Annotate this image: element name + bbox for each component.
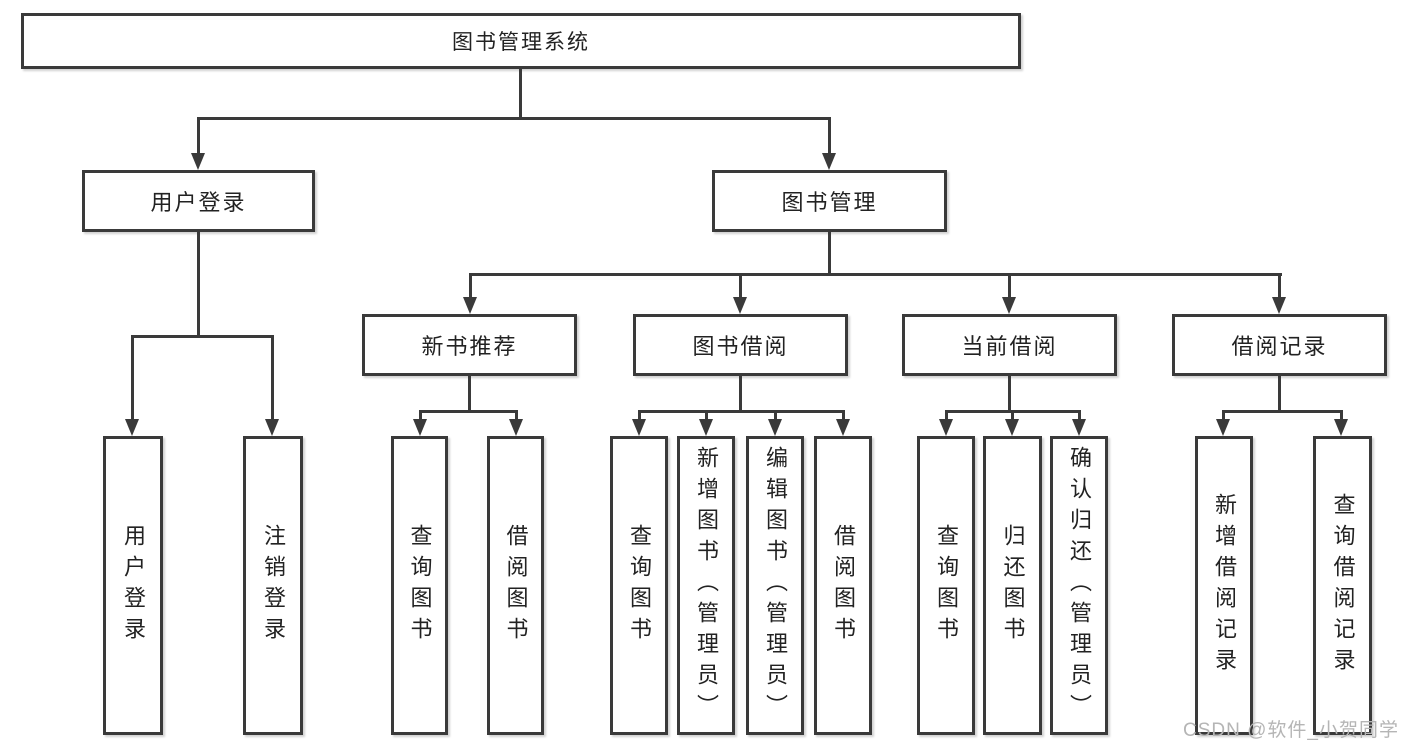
arrow-down-icon bbox=[1002, 297, 1016, 314]
connector-current-borrowing-stem bbox=[1008, 376, 1011, 410]
arrow-down-icon bbox=[509, 419, 523, 436]
connector-to-user-login bbox=[197, 117, 200, 154]
connector-to-borrowing-records bbox=[1278, 273, 1281, 297]
node-query-books-recommend: 查询图书 bbox=[391, 436, 448, 735]
node-label: 图书管理 bbox=[781, 190, 878, 215]
connector-root-stem bbox=[519, 69, 522, 117]
connector-to-leaf bbox=[271, 335, 274, 419]
connector-new-book-crossbar bbox=[419, 410, 518, 413]
connector-to-leaf bbox=[419, 410, 422, 419]
node-label: 查询图书 bbox=[627, 523, 652, 648]
node-user-login: 用户登录 bbox=[82, 170, 315, 232]
node-label: 借阅记录 bbox=[1231, 334, 1328, 359]
connector-book-management-crossbar bbox=[469, 273, 1282, 276]
arrow-down-icon bbox=[1272, 297, 1286, 314]
arrow-down-icon bbox=[1005, 419, 1019, 436]
node-label: 编辑图书（管理员） bbox=[763, 446, 788, 725]
connector-root-crossbar bbox=[197, 117, 831, 120]
connector-to-leaf bbox=[131, 335, 134, 419]
arrow-down-icon bbox=[632, 419, 646, 436]
arrow-down-icon bbox=[191, 153, 205, 170]
arrow-down-icon bbox=[413, 419, 427, 436]
arrow-down-icon bbox=[822, 153, 836, 170]
node-return-books: 归还图书 bbox=[983, 436, 1042, 735]
node-add-borrow-record: 新增借阅记录 bbox=[1195, 436, 1253, 735]
node-confirm-return-admin: 确认归还（管理员） bbox=[1050, 436, 1108, 735]
connector-user-login-stem bbox=[197, 232, 200, 335]
connector-book-borrowing-crossbar bbox=[638, 410, 845, 413]
node-label: 图书管理系统 bbox=[452, 31, 590, 54]
connector-to-leaf bbox=[842, 410, 845, 419]
connector-book-borrowing-stem bbox=[739, 376, 742, 410]
node-book-borrowing: 图书借阅 bbox=[633, 314, 848, 376]
node-borrow-books-recommend: 借阅图书 bbox=[487, 436, 544, 735]
arrow-down-icon bbox=[1334, 419, 1348, 436]
arrow-down-icon bbox=[125, 419, 139, 436]
node-label: 当前借阅 bbox=[961, 334, 1058, 359]
connector-to-leaf bbox=[638, 410, 641, 419]
node-borrowing-records: 借阅记录 bbox=[1172, 314, 1387, 376]
node-library-management-system: 图书管理系统 bbox=[21, 13, 1021, 69]
node-label: 新增借阅记录 bbox=[1212, 492, 1237, 679]
connector-to-new-book-recommend bbox=[469, 273, 472, 297]
node-book-management: 图书管理 bbox=[712, 170, 947, 232]
node-label: 查询图书 bbox=[934, 523, 959, 648]
arrow-down-icon bbox=[1216, 419, 1230, 436]
node-label: 注销登录 bbox=[261, 523, 286, 648]
watermark: CSDN @软件_小贺同学 bbox=[1183, 720, 1399, 741]
connector-to-leaf bbox=[705, 410, 708, 419]
arrow-down-icon bbox=[1072, 419, 1086, 436]
arrow-down-icon bbox=[699, 419, 713, 436]
connector-to-leaf bbox=[1222, 410, 1225, 419]
node-user-login-leaf: 用户登录 bbox=[103, 436, 163, 735]
node-query-books-current: 查询图书 bbox=[917, 436, 975, 735]
node-label: 新增图书（管理员） bbox=[694, 446, 719, 725]
node-label: 借阅图书 bbox=[831, 523, 856, 648]
connector-to-leaf bbox=[515, 410, 518, 419]
node-label: 确认归还（管理员） bbox=[1067, 446, 1092, 725]
connector-to-leaf bbox=[774, 410, 777, 419]
node-current-borrowing: 当前借阅 bbox=[902, 314, 1117, 376]
node-label: 用户登录 bbox=[150, 190, 247, 215]
node-add-books-admin: 新增图书（管理员） bbox=[677, 436, 735, 735]
node-query-books-borrowing: 查询图书 bbox=[610, 436, 668, 735]
connector-to-book-borrowing bbox=[739, 273, 742, 297]
connector-to-leaf bbox=[945, 410, 948, 419]
arrow-down-icon bbox=[463, 297, 477, 314]
connector-borrowing-records-crossbar bbox=[1222, 410, 1343, 413]
connector-to-current-borrowing bbox=[1008, 273, 1011, 297]
node-label: 借阅图书 bbox=[503, 523, 529, 648]
connector-new-book-stem bbox=[468, 376, 471, 410]
node-label: 图书借阅 bbox=[692, 334, 789, 359]
arrow-down-icon bbox=[768, 419, 782, 436]
node-label: 用户登录 bbox=[121, 523, 146, 648]
node-label: 新书推荐 bbox=[421, 334, 518, 359]
connector-user-login-crossbar bbox=[131, 335, 273, 338]
node-new-book-recommend: 新书推荐 bbox=[362, 314, 577, 376]
connector-to-leaf bbox=[1011, 410, 1014, 419]
node-logout: 注销登录 bbox=[243, 436, 303, 735]
arrow-down-icon bbox=[836, 419, 850, 436]
node-query-borrow-record: 查询借阅记录 bbox=[1313, 436, 1372, 735]
connector-to-book-management bbox=[828, 117, 831, 154]
node-edit-books-admin: 编辑图书（管理员） bbox=[746, 436, 804, 735]
node-label: 查询借阅记录 bbox=[1330, 492, 1356, 679]
node-label: 查询图书 bbox=[407, 523, 433, 648]
connector-borrowing-records-stem bbox=[1278, 376, 1281, 410]
arrow-down-icon bbox=[939, 419, 953, 436]
node-label: 归还图书 bbox=[1000, 523, 1026, 648]
connector-to-leaf bbox=[1078, 410, 1081, 419]
arrow-down-icon bbox=[265, 419, 279, 436]
connector-to-leaf bbox=[1340, 410, 1343, 419]
connector-book-management-stem bbox=[828, 232, 831, 273]
arrow-down-icon bbox=[733, 297, 747, 314]
node-borrow-books-leaf: 借阅图书 bbox=[814, 436, 872, 735]
